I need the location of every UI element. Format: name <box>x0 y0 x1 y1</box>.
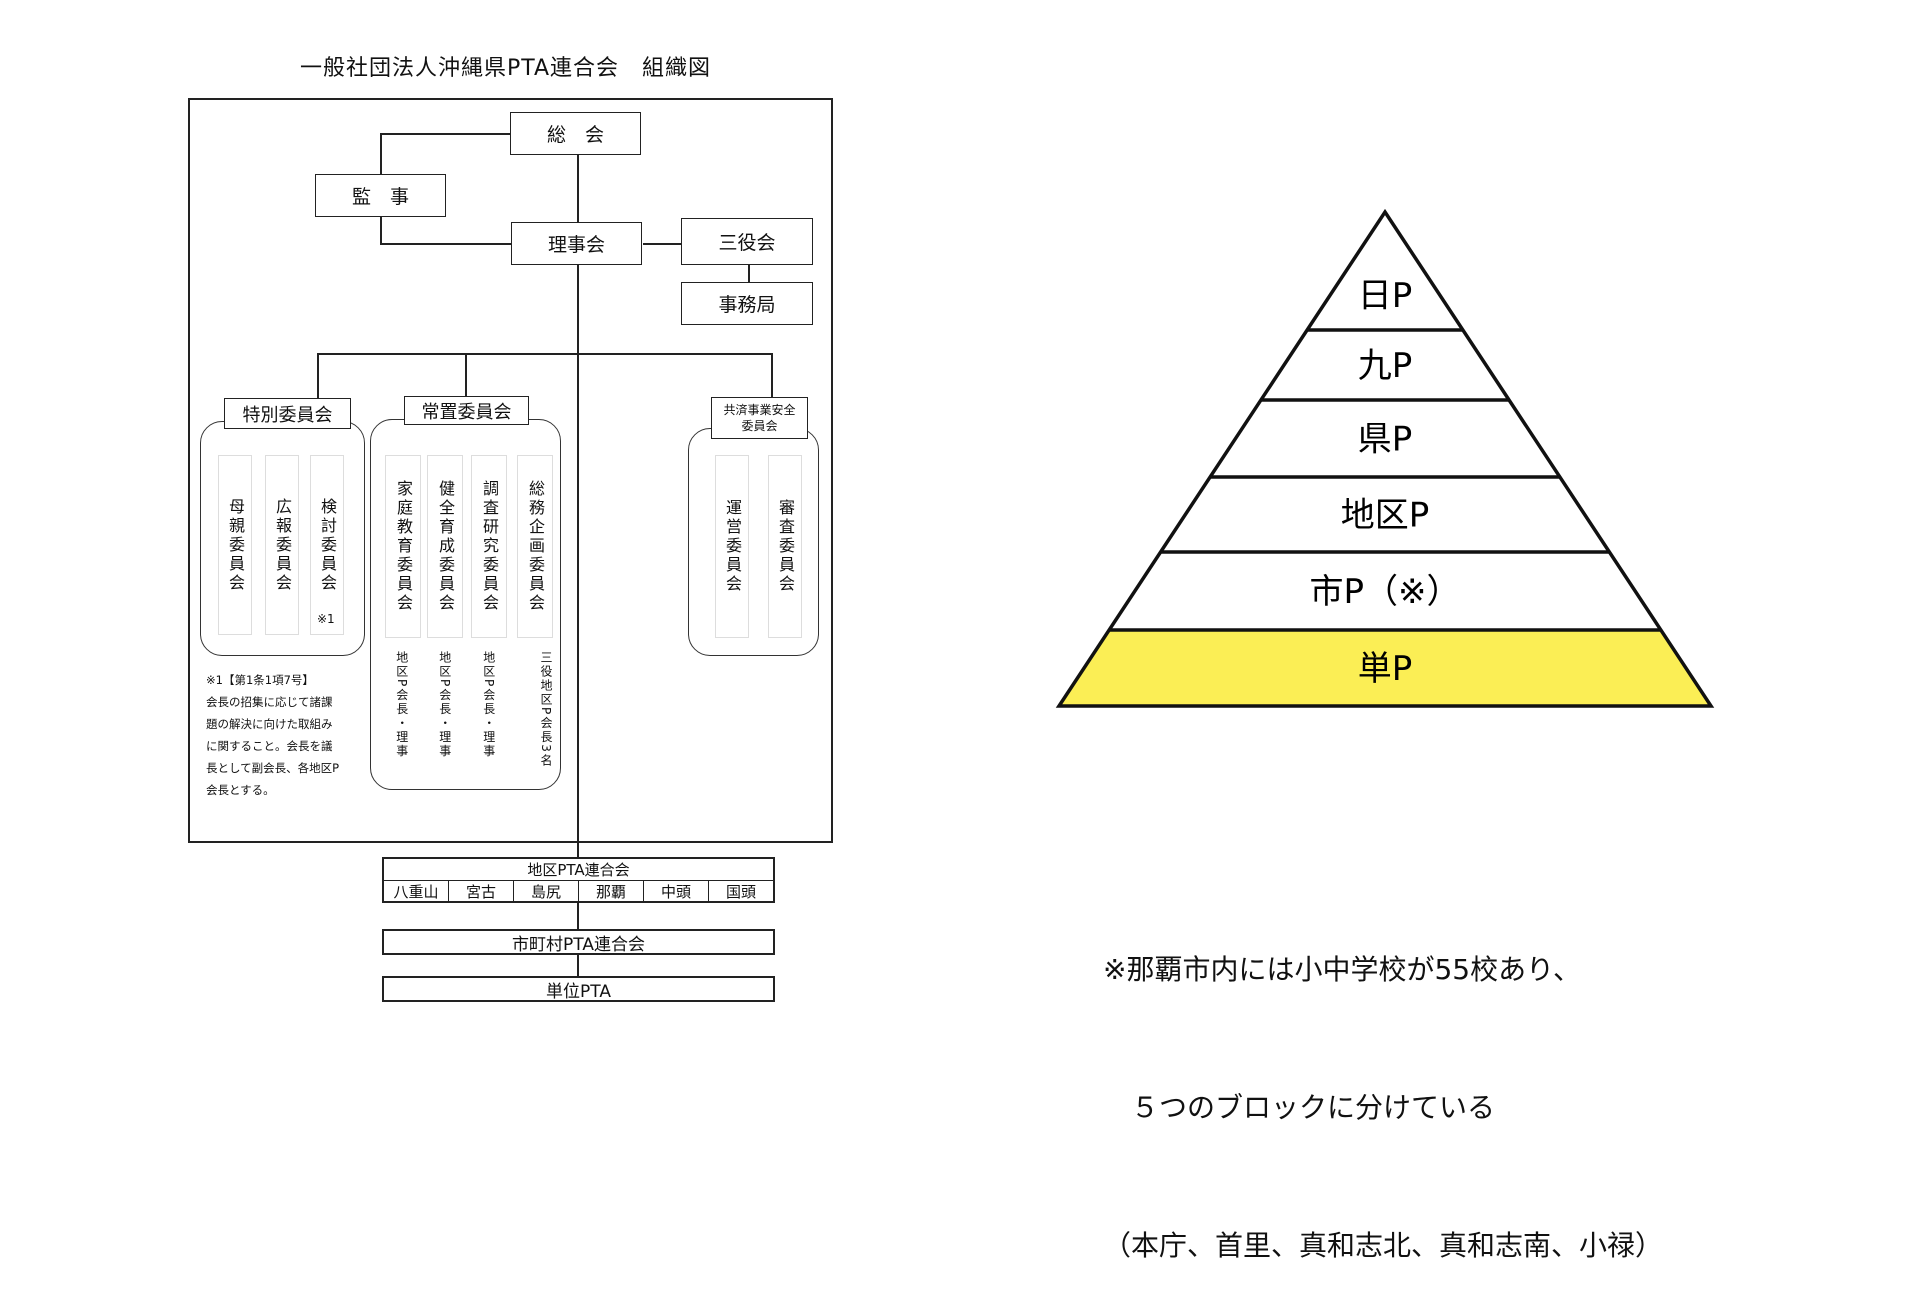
sokai-box: 総 会 <box>510 112 641 155</box>
footnote-line-1: ※那覇市内には小中学校が55校あり、 <box>1103 953 1581 986</box>
sanyakukai-box: 三役会 <box>681 218 813 265</box>
shichoson-pta-box: 市町村PTA連合会 <box>382 929 775 955</box>
note-line: 会長の招集に応じて諸課 <box>206 695 333 709</box>
footnote-line-3: （本庁、首里、真和志北、真和志南、小禄） <box>1103 1229 1664 1262</box>
note-line: 題の解決に向けた取組み <box>206 717 333 731</box>
pyramid-level-1: 九P <box>1358 346 1413 386</box>
committee-shinsa: 審査委員会 <box>768 455 802 638</box>
line-kanji-top <box>380 133 383 175</box>
committee-kento-label: 検討委員会 <box>318 498 337 593</box>
note-line: に関すること。会長を議 <box>206 739 333 753</box>
line-sokai-kanji <box>380 133 514 136</box>
jochi-member-0: 地区P会長・理事 <box>394 651 409 759</box>
chiku-cell-miyako: 宮古 <box>449 881 514 902</box>
note-line: 会長とする。 <box>206 783 275 797</box>
pta-pyramid: 日P 九P 県P 地区P 市P（※） 単P <box>1055 208 1715 708</box>
branch-jochi <box>465 353 468 397</box>
jochi-member-1: 地区P会長・理事 <box>437 651 452 759</box>
pyramid-level-3: 地区P <box>1341 496 1430 536</box>
pyramid-highlight-tier <box>1059 630 1711 706</box>
pyramid-footnote: ※那覇市内には小中学校が55校あり、 ５つのブロックに分けている （本庁、首里、… <box>1103 855 1663 1315</box>
jochi-member-3: 三役地区P会長3名 <box>539 651 553 768</box>
line-kanji-rijikai <box>380 243 514 246</box>
pyramid-level-4: 市P（※） <box>1310 572 1461 612</box>
chiku-cell-yaeyama: 八重山 <box>384 881 449 902</box>
committee-katei: 家庭教育委員会 <box>385 455 421 638</box>
chiku-cell-kunigami: 国頭 <box>725 883 756 901</box>
line-kanji-bottom <box>380 216 383 245</box>
note-line: ※1【第1条1項7号】 <box>206 673 314 687</box>
committee-hahaoya: 母親委員会 <box>218 455 252 635</box>
chiku-cell-nakagami: 中頭 <box>644 881 709 902</box>
diagram-title: 一般社団法人沖縄県PTA連合会 組織図 <box>300 56 712 81</box>
org-chart-frame <box>188 98 833 843</box>
pyramid-level-2: 県P <box>1358 420 1413 460</box>
chiku-pta-label: 地区PTA連合会 <box>384 859 773 881</box>
jochi-label: 常置委員会 <box>404 396 529 425</box>
footnote-line-2: ５つのブロックに分けている <box>1103 1091 1496 1124</box>
committee-koho: 広報委員会 <box>265 455 299 635</box>
line-rijikai-sanyaku <box>643 243 683 246</box>
note-line: 長として副会長、各地区P <box>206 761 340 775</box>
pyramid-level-0: 日P <box>1358 276 1413 316</box>
committee-chosa: 調査研究委員会 <box>471 455 507 638</box>
chiku-pta-box: 地区PTA連合会 八重山 宮古 島尻 那覇 中頭 国頭 <box>382 857 775 903</box>
jimukyoku-box: 事務局 <box>681 282 813 325</box>
kanji-box: 監 事 <box>315 174 446 217</box>
main-vertical-line <box>577 155 580 837</box>
committee-unei: 運営委員会 <box>715 455 749 638</box>
tokubetsu-note: ※1【第1条1項7号】 会長の招集に応じて諸課 題の解決に向けた取組み に関する… <box>206 669 366 801</box>
jochi-member-2: 地区P会長・理事 <box>481 651 496 759</box>
line-sanyaku-jimu <box>748 264 751 284</box>
lower-vertical-line <box>577 837 580 987</box>
committee-kenzen: 健全育成委員会 <box>427 455 463 638</box>
pyramid-level-5: 単P <box>1358 649 1413 689</box>
pyramid-outline <box>1055 208 1715 708</box>
rijikai-box: 理事会 <box>511 222 642 265</box>
chiku-cell-naha: 那覇 <box>579 881 644 902</box>
branch-tokubetsu <box>317 353 320 398</box>
branch-kyosai <box>771 353 774 397</box>
chiku-cell-shimajiri: 島尻 <box>514 881 579 902</box>
committee-kento: 検討委員会 <box>310 455 344 635</box>
kyosai-label: 共済事業安全委員会 <box>711 397 808 439</box>
committee-somu: 総務企画委員会 <box>517 455 553 638</box>
committee-branch-line <box>317 353 773 356</box>
tokubetsu-label: 特別委員会 <box>224 398 351 429</box>
kento-note-mark: ※1 <box>317 612 335 626</box>
chiku-cells: 八重山 宮古 島尻 那覇 中頭 国頭 <box>384 881 773 902</box>
tani-pta-box: 単位PTA <box>382 976 775 1002</box>
